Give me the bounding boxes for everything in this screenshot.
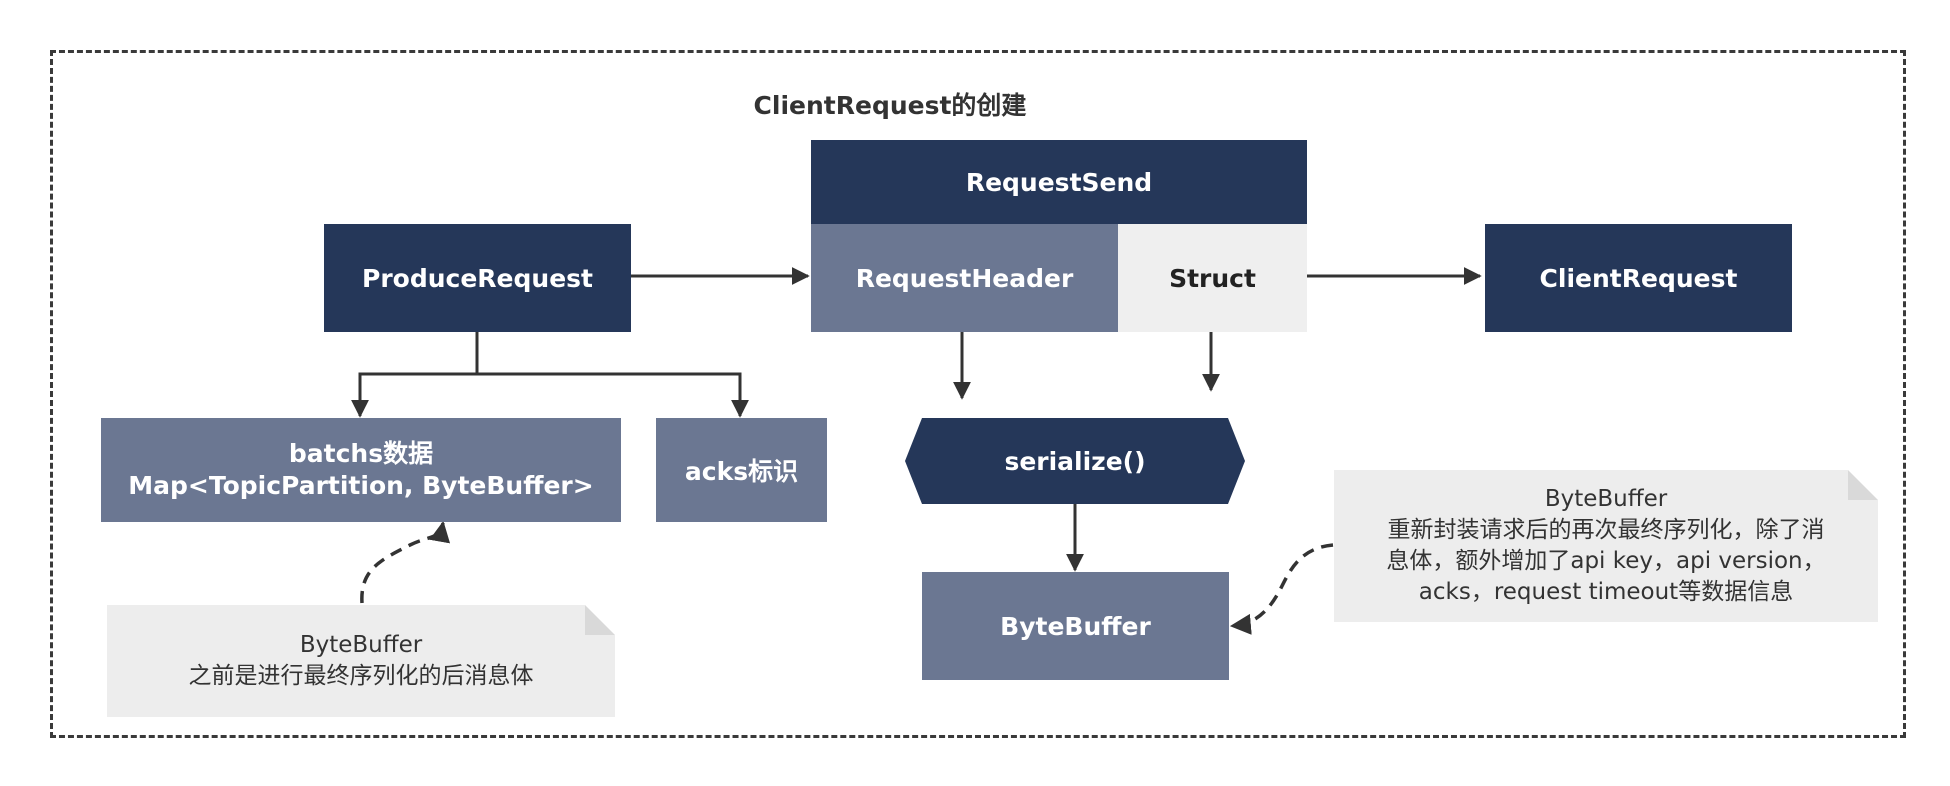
right-note-line1: ByteBuffer [1544,485,1668,512]
bytebuffer-box: ByteBuffer [922,572,1229,680]
left-note: ByteBuffer 之前是进行最终序列化的后消息体 [107,605,615,717]
bytebuffer-label: ByteBuffer [1000,611,1151,641]
request-header-label: RequestHeader [855,263,1074,293]
note-fold-icon [1848,470,1878,500]
acks-box: acks标识 [656,418,827,522]
left-note-line2: 之前是进行最终序列化的后消息体 [188,663,534,689]
right-note: ByteBuffer 重新封装请求后的再次最终序列化，除了消 息体，额外增加了a… [1334,470,1878,622]
right-note-line3: 息体，额外增加了api key，api version， [1386,548,1826,574]
arrow-produce-to-acks [477,372,749,418]
request-header-box: RequestHeader [811,224,1118,332]
struct-label: Struct [1169,263,1256,293]
diagram-title: ClientRequest的创建 [753,91,1027,120]
serialize-hexagon [905,418,1245,504]
struct-box: Struct [1118,224,1307,332]
serialize-label: serialize() [1004,446,1146,476]
acks-label: acks标识 [684,457,799,486]
produce-request-box: ProduceRequest [324,224,631,332]
batchs-box: batchs数据 Map<TopicPartition, ByteBuffer> [101,418,621,522]
note-fold-icon [585,605,615,635]
request-send-box: RequestSend [811,140,1307,224]
right-note-line2: 重新封装请求后的再次最终序列化，除了消 [1387,516,1825,543]
left-note-line1: ByteBuffer [299,631,423,658]
dashed-frame [50,50,1906,738]
dashed-arrow-left-note [360,520,451,604]
batchs-label-line2: Map<TopicPartition, ByteBuffer> [128,471,594,500]
produce-request-label: ProduceRequest [362,263,593,293]
batchs-label-line1: batchs数据 [288,438,434,468]
request-send-label: RequestSend [965,167,1153,197]
right-note-line4: acks，request timeout等数据信息 [1418,579,1794,606]
client-request-box: ClientRequest [1485,224,1792,332]
dashed-arrow-right-note [1229,543,1334,635]
client-request-label: ClientRequest [1539,263,1738,293]
arrow-produce-to-batchs [351,331,479,418]
